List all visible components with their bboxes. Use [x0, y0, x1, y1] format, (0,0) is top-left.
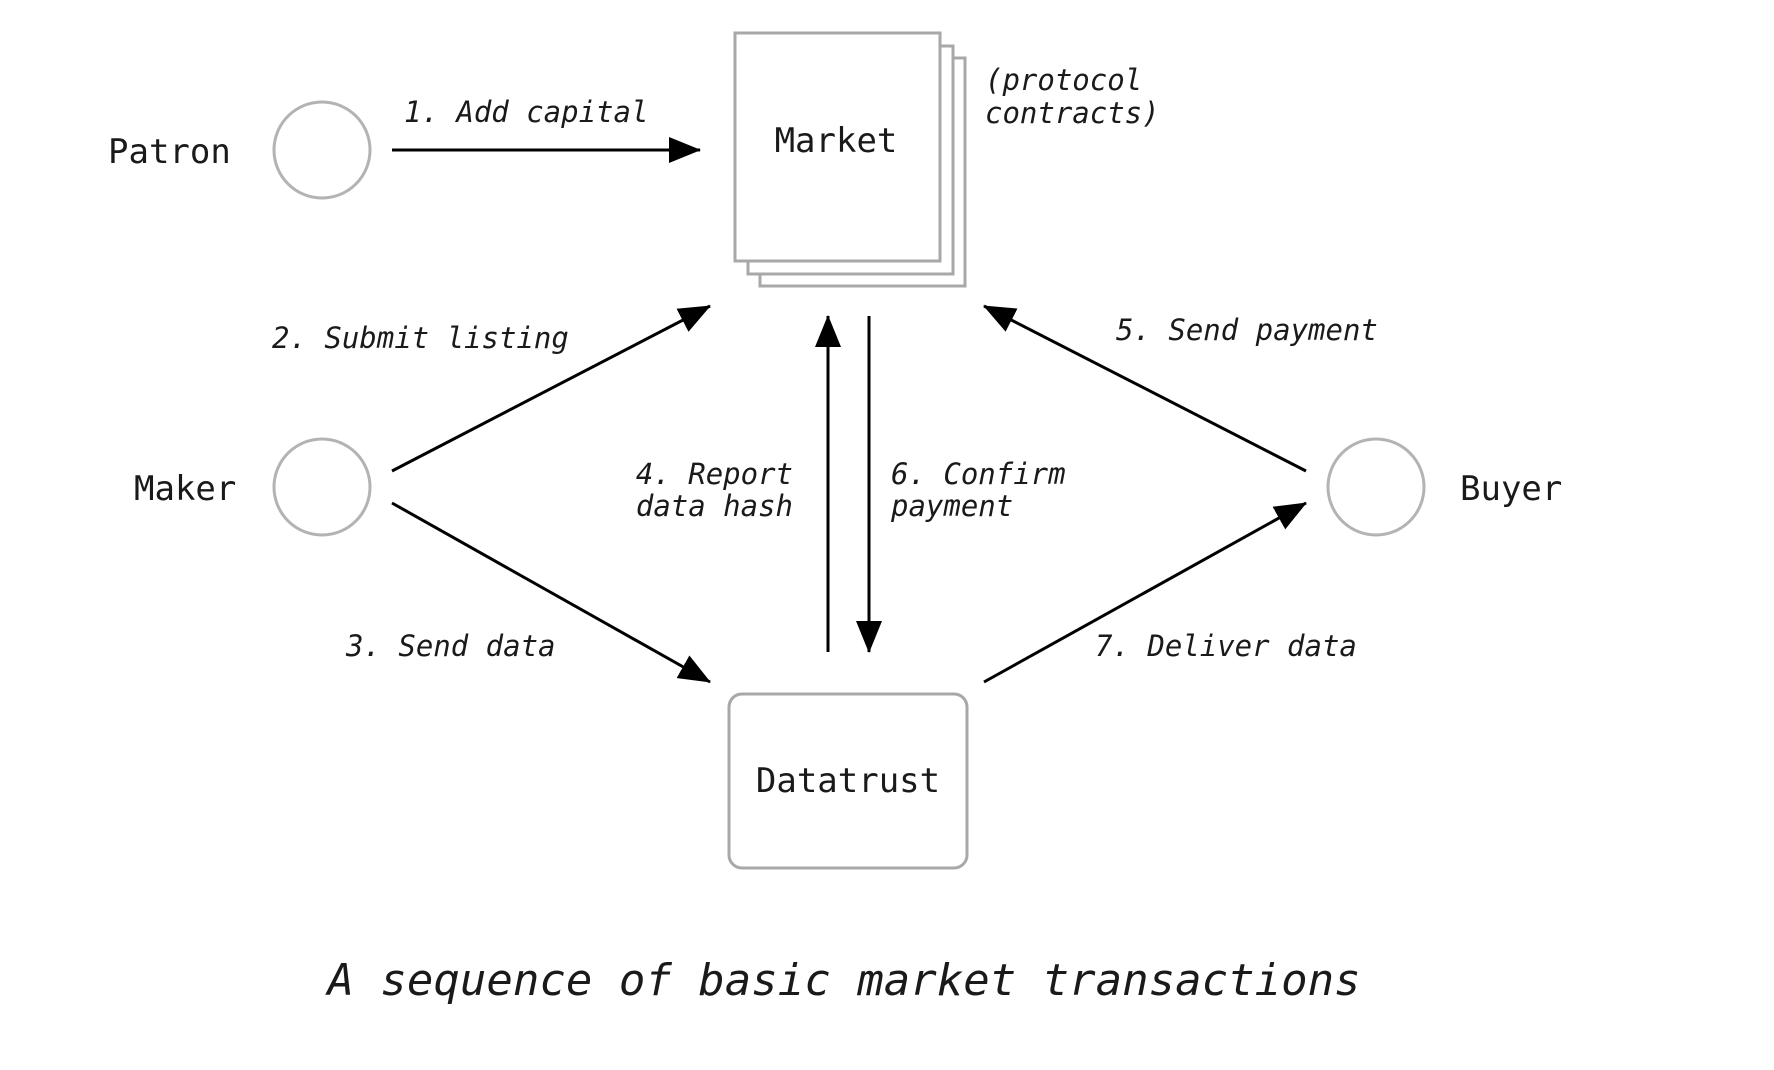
arrow-deliver-data [983, 501, 1307, 684]
maker-label: Maker [134, 469, 236, 509]
add-capital-label: 1. Add capital [404, 95, 648, 129]
confirm-payment-line2: payment [890, 489, 1013, 523]
market-note-line1: (protocol [985, 63, 1142, 97]
arrow-submit-listing [391, 304, 711, 473]
market-stack [733, 31, 967, 288]
buyer-circle [1326, 437, 1426, 537]
submit-listing-label: 2. Submit listing [272, 321, 569, 355]
maker-circle [272, 437, 372, 537]
send-data-label: 3. Send data [345, 629, 556, 663]
datatrust-box [727, 692, 969, 870]
report-hash-line1: 4. Report [636, 457, 793, 491]
arrow-send-payment [983, 304, 1307, 473]
report-hash-line2: data hash [636, 489, 793, 523]
diagram-caption: A sequence of basic market transactions [324, 955, 1360, 1006]
patron-label: Patron [108, 132, 231, 172]
confirm-payment-line1: 6. Confirm [891, 457, 1066, 491]
market-note-line2: contracts) [985, 96, 1160, 130]
send-payment-label: 5. Send payment [1116, 313, 1378, 347]
datatrust-label: Datatrust [756, 761, 940, 801]
market-label: Market [775, 121, 898, 161]
buyer-label: Buyer [1460, 469, 1562, 509]
patron-circle [272, 100, 372, 200]
arrow-send-data [391, 501, 711, 684]
market-page-front [733, 31, 942, 263]
deliver-data-label: 7. Deliver data [1095, 629, 1357, 663]
